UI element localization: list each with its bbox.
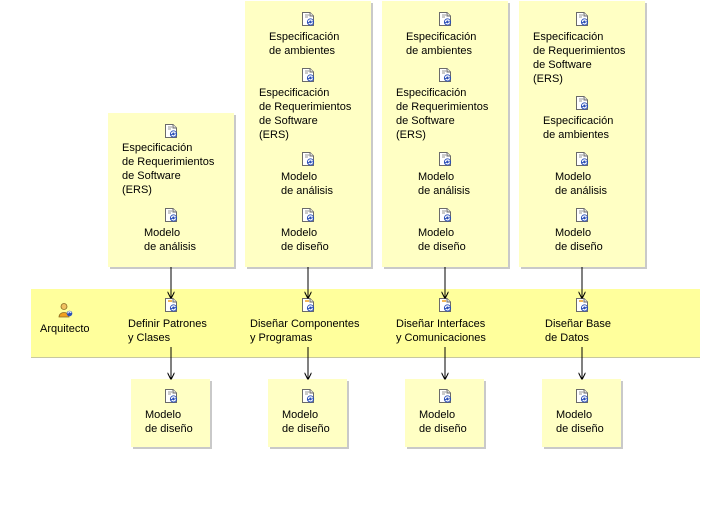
artifact-icon: [574, 11, 590, 27]
task-icon[interactable]: [300, 297, 316, 313]
task-label[interactable]: Diseñar Base de Datos: [545, 318, 612, 344]
input-artifact-label: Modelo de diseño: [555, 227, 603, 253]
input-artifact-label: Modelo de análisis: [555, 171, 607, 197]
artifact-icon: [574, 95, 590, 111]
input-group-3: [382, 1, 508, 267]
input-artifact-label: Especificación de Requerimientos de Soft…: [533, 31, 626, 85]
artifact-icon: [574, 388, 590, 404]
input-group-1: [108, 113, 234, 267]
task-icon[interactable]: [437, 297, 453, 313]
artifact-icon: [163, 123, 179, 139]
artifact-icon: [163, 388, 179, 404]
artifact-icon: [437, 11, 453, 27]
input-artifact-label: Especificación de Requerimientos de Soft…: [122, 142, 215, 196]
output-artifact-label: Modelo de diseño: [282, 409, 330, 435]
artifact-icon: [163, 207, 179, 223]
artifact-icon: [437, 207, 453, 223]
input-artifact-label: Especificación de ambientes: [269, 31, 340, 57]
output-artifact-label: Modelo de diseño: [556, 409, 604, 435]
input-group-2: [245, 1, 371, 267]
artifact-icon: [300, 151, 316, 167]
artifact-icon: [574, 207, 590, 223]
task-icon[interactable]: [163, 297, 179, 313]
task-label[interactable]: Definir Patrones y Clases: [128, 318, 207, 344]
input-group-4: [519, 1, 645, 267]
role-swimlane: [31, 289, 700, 358]
artifact-icon: [300, 388, 316, 404]
input-artifact-label: Especificación de ambientes: [543, 115, 614, 141]
artifact-icon: [574, 151, 590, 167]
artifact-icon: [300, 207, 316, 223]
artifact-icon: [437, 67, 453, 83]
artifact-icon: [300, 11, 316, 27]
input-artifact-label: Modelo de análisis: [144, 227, 196, 253]
task-label[interactable]: Diseñar Interfaces y Comunicaciones: [396, 318, 486, 344]
role-label: Arquitecto: [40, 323, 90, 335]
artifact-icon: [437, 151, 453, 167]
input-artifact-label: Modelo de análisis: [418, 171, 470, 197]
input-artifact-label: Especificación de ambientes: [406, 31, 477, 57]
input-artifact-label: Especificación de Requerimientos de Soft…: [396, 87, 489, 141]
input-artifact-label: Modelo de análisis: [281, 171, 333, 197]
task-label[interactable]: Diseñar Componentes y Programas: [250, 318, 360, 344]
input-artifact-label: Modelo de diseño: [281, 227, 329, 253]
role-icon[interactable]: [57, 302, 73, 318]
artifact-icon: [300, 67, 316, 83]
output-artifact-label: Modelo de diseño: [419, 409, 467, 435]
task-icon[interactable]: [574, 297, 590, 313]
input-artifact-label: Modelo de diseño: [418, 227, 466, 253]
artifact-icon: [437, 388, 453, 404]
input-artifact-label: Especificación de Requerimientos de Soft…: [259, 87, 352, 141]
output-artifact-label: Modelo de diseño: [145, 409, 193, 435]
